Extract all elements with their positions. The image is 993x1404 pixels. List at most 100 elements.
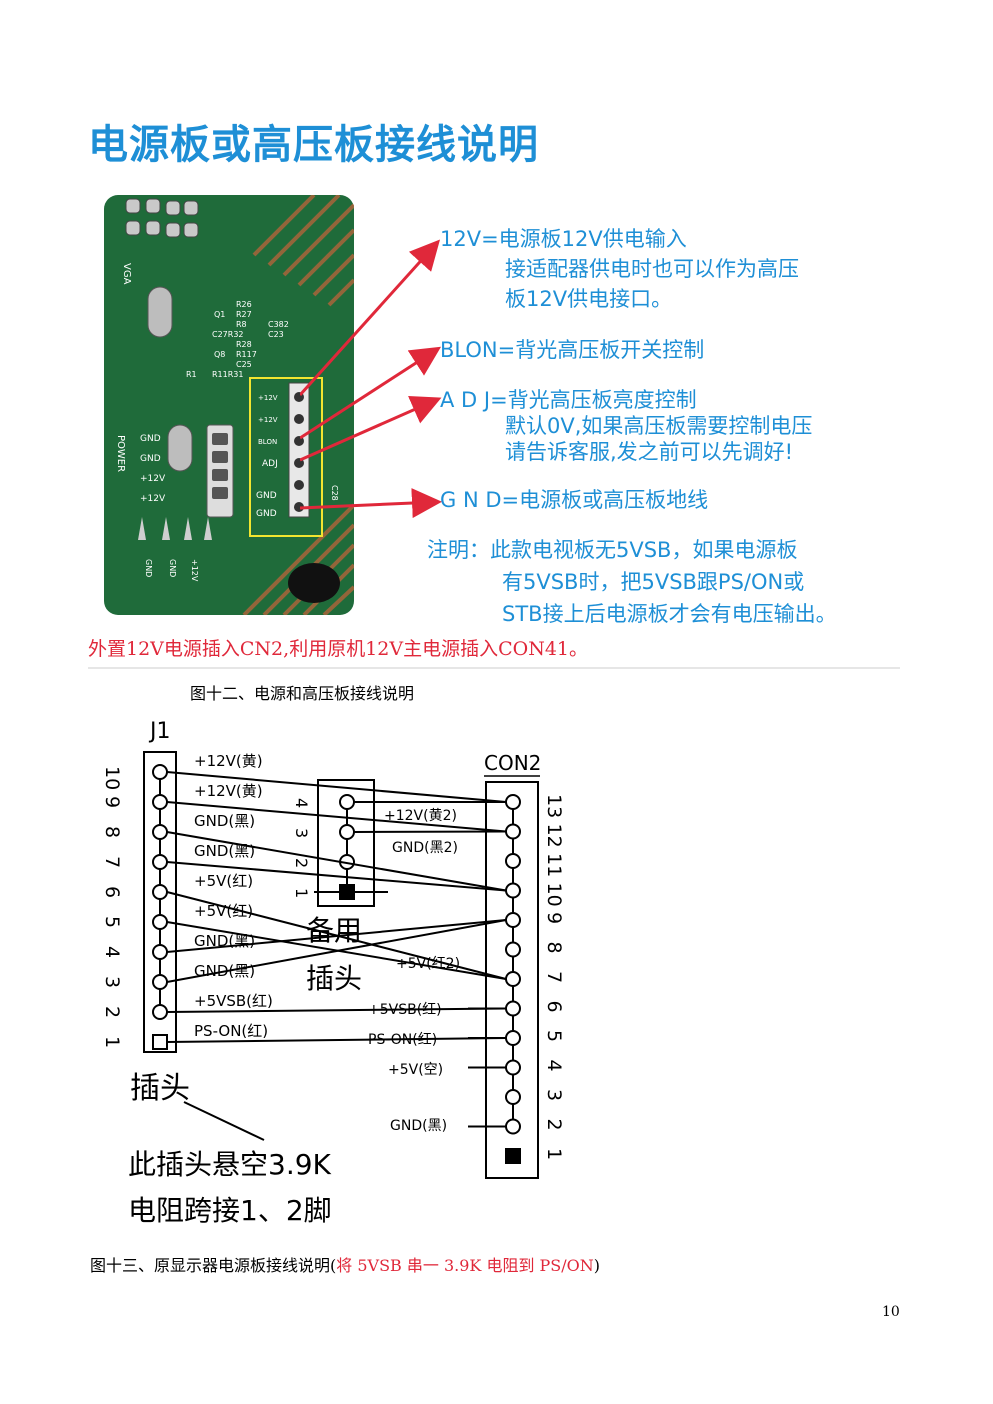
j1-pin-number: 4 [101, 946, 123, 958]
pcb-power-label: POWER [115, 435, 126, 472]
conn-label-adj: ADJ [262, 459, 278, 469]
spare-plug-body [317, 779, 375, 907]
con2-pin-square [505, 1148, 521, 1164]
con2-pin [505, 1059, 521, 1076]
j1-pin-square [152, 1034, 168, 1050]
con2-pin [505, 971, 521, 987]
note-remark-line3: STB接上后电源板才会有电压输出。 [502, 602, 837, 626]
con2-pin-number: 1 [543, 1148, 565, 1160]
con2-pin-number: 5 [543, 1030, 565, 1042]
note-12v-title: 12V=电源板12V供电输入 [440, 227, 687, 251]
pcb-r8: R8 [236, 320, 247, 329]
j1-pin-number: 3 [101, 976, 123, 988]
con2-label: CON2 [484, 751, 541, 775]
wire-gnd-b [166, 861, 507, 892]
j1-pin-number: 9 [101, 796, 123, 808]
plug-note-1: 此插头悬空3.9K [128, 1148, 332, 1181]
caption-end: ) [593, 1256, 601, 1275]
con2-pin-number: 6 [543, 1001, 565, 1013]
j1-pin [152, 854, 168, 870]
j1-pin [152, 914, 168, 930]
conn-label-gnd-1: GND [256, 491, 277, 501]
j1-pin-number: 10 [101, 766, 123, 790]
conn-label-12v-1: +12V [258, 394, 278, 402]
wire-12v-a [166, 771, 507, 803]
vga-holes [125, 198, 199, 238]
con2-pin [505, 1030, 521, 1046]
j1-pin-label: PS-ON(红) [194, 1022, 268, 1040]
wire-12v-b [166, 801, 507, 833]
pcb-bottom-gnd-2: GND [168, 559, 177, 577]
con2-pin [505, 912, 521, 928]
pointer-arrows [300, 239, 442, 519]
j1-pin [152, 824, 168, 840]
j1-pin-number: 5 [101, 916, 123, 928]
figure12-caption: 图十二、电源和高压板接线说明 [190, 684, 415, 703]
wire-gnd-d [166, 919, 507, 983]
con2-label-black2: GND(黑2) [392, 840, 458, 856]
arrow-12v [300, 239, 441, 397]
j1-pin-number: 8 [101, 826, 123, 838]
note-remark-line1: 注明：此款电视板无5VSB，如果电源板 [427, 538, 798, 562]
pcb-r27: R27 [236, 310, 252, 319]
con2-pin [505, 1118, 521, 1135]
spare-pin-number: 1 [292, 888, 311, 898]
pcb-gnd-2: GND [140, 454, 161, 464]
j1-body [143, 751, 177, 1053]
spare-wire-12v-2 [353, 830, 507, 833]
backlight-connector [288, 382, 310, 518]
highlight-box [249, 377, 323, 537]
con2-pin-number: 2 [543, 1119, 565, 1131]
con2-body [485, 781, 539, 1179]
con2-pin [505, 853, 521, 869]
pcb-capacitor [147, 286, 173, 338]
pcb-board-image: VGA R26 Q1 R27 R8 C382 C27R32 C23 R28 Q8… [104, 195, 354, 615]
arrow-adj [300, 395, 442, 462]
caption-main: 图十三、原显示器电源板接线说明( [90, 1256, 337, 1275]
pcb-r1: R1 [186, 370, 197, 379]
page-number: 10 [882, 1304, 900, 1320]
pcb-c23: C23 [268, 330, 284, 339]
j1-pin [152, 884, 168, 900]
j1-pin-label: +5V(红) [194, 872, 253, 890]
pcb-bottom-gnd-1: GND [144, 559, 153, 577]
pcb-q1: Q1 [214, 310, 225, 319]
j1-pin-label: +5V(红) [194, 902, 253, 920]
plug-label: 插头 [130, 1071, 190, 1106]
j1-pin-number: 7 [101, 856, 123, 868]
con2-pin-number: 3 [543, 1089, 565, 1101]
pcb-q8: Q8 [214, 350, 225, 359]
conn-label-blon: BLON [258, 438, 277, 446]
con2-pin [505, 823, 521, 840]
j1-pin-label: +12V(黄) [194, 752, 263, 770]
pcb-r26: R26 [236, 300, 252, 309]
j1-pin [152, 1004, 168, 1020]
separator [88, 667, 900, 669]
note-adj-line3: 请告诉客服,发之前可以先调好! [505, 440, 794, 464]
j1-pin [152, 974, 168, 990]
con2-pin-number: 11 [543, 853, 565, 877]
external-power-note: 外置12V电源插入CN2,利用原机12V主电源插入CON41。 [88, 638, 589, 660]
pcb-c25: C25 [236, 360, 252, 369]
pcb-crystal [167, 424, 193, 472]
spare-label-2: 插头 [306, 962, 362, 995]
j1-pin-label: GND(黑) [194, 842, 255, 860]
pcb-r117: R117 [236, 350, 257, 359]
con2-pin [505, 1089, 521, 1105]
con2-pin-number: 8 [543, 942, 565, 954]
mounting-hole [288, 563, 340, 603]
note-gnd: G N D=电源板或高压板地线 [440, 488, 709, 512]
spare-pin [339, 824, 355, 840]
con2-pin [505, 882, 521, 899]
j1-pin-label: GND(黑) [194, 812, 255, 830]
con2-label-yellow2: +12V(黄2) [384, 807, 457, 824]
pcb-bottom-12v: +12V [190, 559, 199, 582]
con2-label-5v-empty: +5V(空) [388, 1062, 443, 1078]
pcb-c27r32: C27R32 [212, 330, 244, 339]
con2-pin [505, 794, 521, 810]
con2-pin-number: 9 [543, 912, 565, 924]
note-adj-title: A D J=背光高压板亮度控制 [440, 388, 697, 412]
pcb-c28: C28 [330, 485, 339, 501]
figure13-caption: 图十三、原显示器电源板接线说明(将 5VSB 串一 3.9K 电阻到 PS/ON… [90, 1252, 600, 1276]
